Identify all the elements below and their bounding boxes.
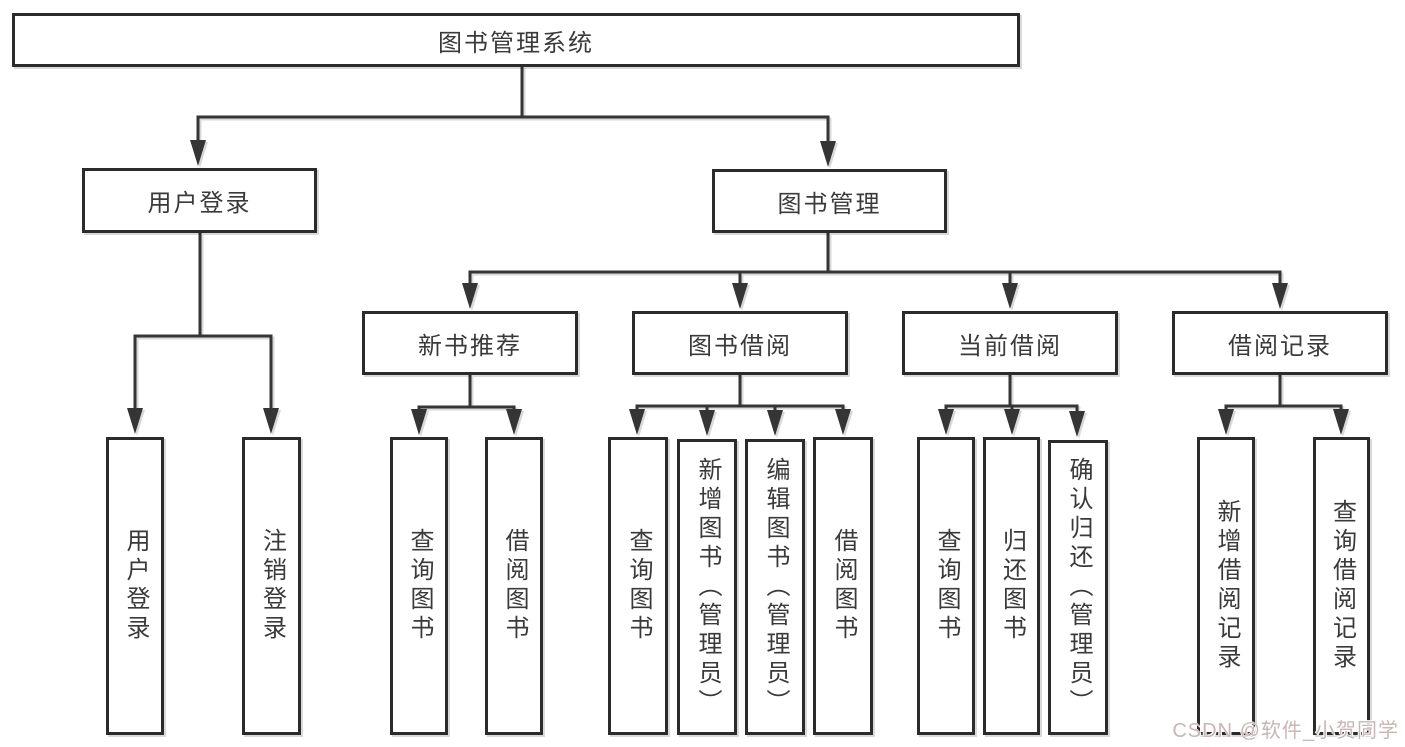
node-book-borrowing: 图书借阅 bbox=[632, 311, 848, 375]
leaf-query-books-recommend: 查询图书 bbox=[390, 437, 448, 735]
node-current-borrowing: 当前借阅 bbox=[902, 311, 1118, 375]
node-borrowing-records: 借阅记录 bbox=[1172, 311, 1388, 375]
leaf-add-borrow-record: 新增借阅记录 bbox=[1197, 437, 1255, 735]
node-library-system: 图书管理系统 bbox=[12, 13, 1020, 67]
leaf-borrow-books: 借阅图书 bbox=[813, 437, 873, 735]
node-book-management: 图书管理 bbox=[712, 169, 947, 233]
leaf-query-books-current: 查询图书 bbox=[917, 437, 975, 735]
leaf-return-books: 归还图书 bbox=[983, 437, 1040, 735]
leaf-confirm-return-admin: 确认归还（管理员） bbox=[1048, 440, 1108, 735]
leaf-user-login: 用户登录 bbox=[106, 437, 164, 735]
leaf-borrow-books-recommend: 借阅图书 bbox=[485, 437, 543, 735]
leaf-query-borrow-record: 查询借阅记录 bbox=[1313, 437, 1370, 735]
leaf-query-books-borrow: 查询图书 bbox=[608, 437, 668, 735]
leaf-add-book-admin: 新增图书（管理员） bbox=[677, 439, 737, 735]
leaf-edit-book-admin: 编辑图书（管理员） bbox=[745, 439, 805, 735]
node-new-book-recommend: 新书推荐 bbox=[362, 311, 578, 375]
leaf-logout: 注销登录 bbox=[242, 437, 301, 735]
node-user-login: 用户登录 bbox=[82, 168, 317, 233]
